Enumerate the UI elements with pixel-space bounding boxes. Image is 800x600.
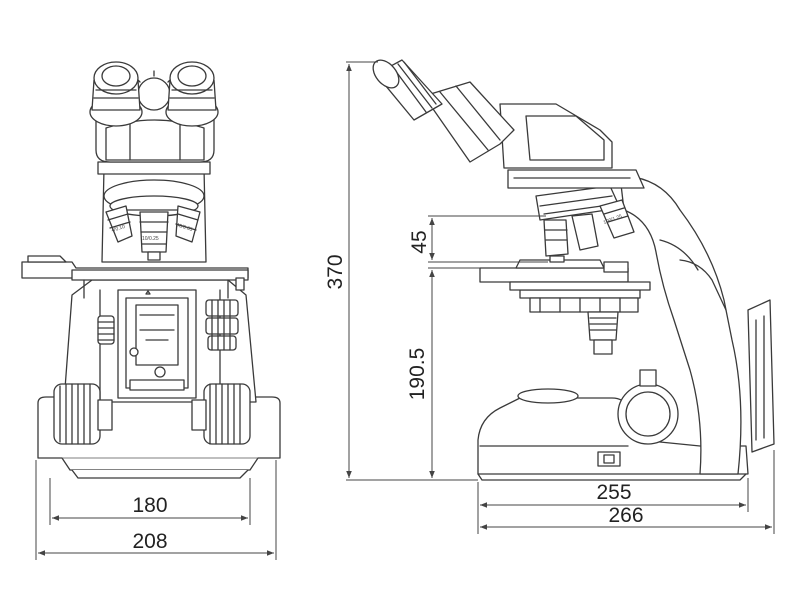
objective-label-4x: 4/0.10 (111, 224, 126, 234)
side-head (499, 103, 613, 169)
front-focus-knob-right (191, 383, 251, 445)
side-dimension-lines: 370 45 190.5 255 266 (324, 61, 775, 534)
side-stage (479, 259, 651, 291)
front-view: 4/0.10 10/0.25 40/0.65 (21, 61, 281, 479)
front-stage-knob-left (97, 315, 115, 345)
front-nosepiece: 4/0.10 10/0.25 40/0.65 (103, 179, 205, 261)
front-focus-knob-left (53, 383, 113, 445)
front-stage-knob-right (205, 299, 239, 351)
dim-266: 266 (608, 504, 643, 527)
front-eyepiece-right (165, 61, 219, 127)
objective-label-10x: 10/0.25 (142, 236, 159, 242)
dim-255: 255 (596, 481, 631, 504)
front-dimension-lines: 180 208 (35, 460, 277, 560)
dim-370: 370 (324, 254, 347, 289)
side-eyepiece (372, 59, 515, 163)
dim-45: 45 (408, 230, 431, 253)
dim-180: 180 (132, 494, 167, 517)
objective-label-40x: 40/0.65 (175, 222, 193, 233)
side-focus-knob (617, 369, 679, 445)
front-eyepiece-left (89, 61, 143, 127)
front-stage (21, 255, 249, 299)
dim-190-5: 190.5 (406, 348, 429, 401)
side-nosepiece: 100/1.25 (535, 185, 635, 263)
side-arm (619, 175, 742, 475)
dim-208: 208 (132, 530, 167, 553)
side-condenser (519, 289, 641, 355)
side-view: 100/1.25 (372, 59, 775, 481)
